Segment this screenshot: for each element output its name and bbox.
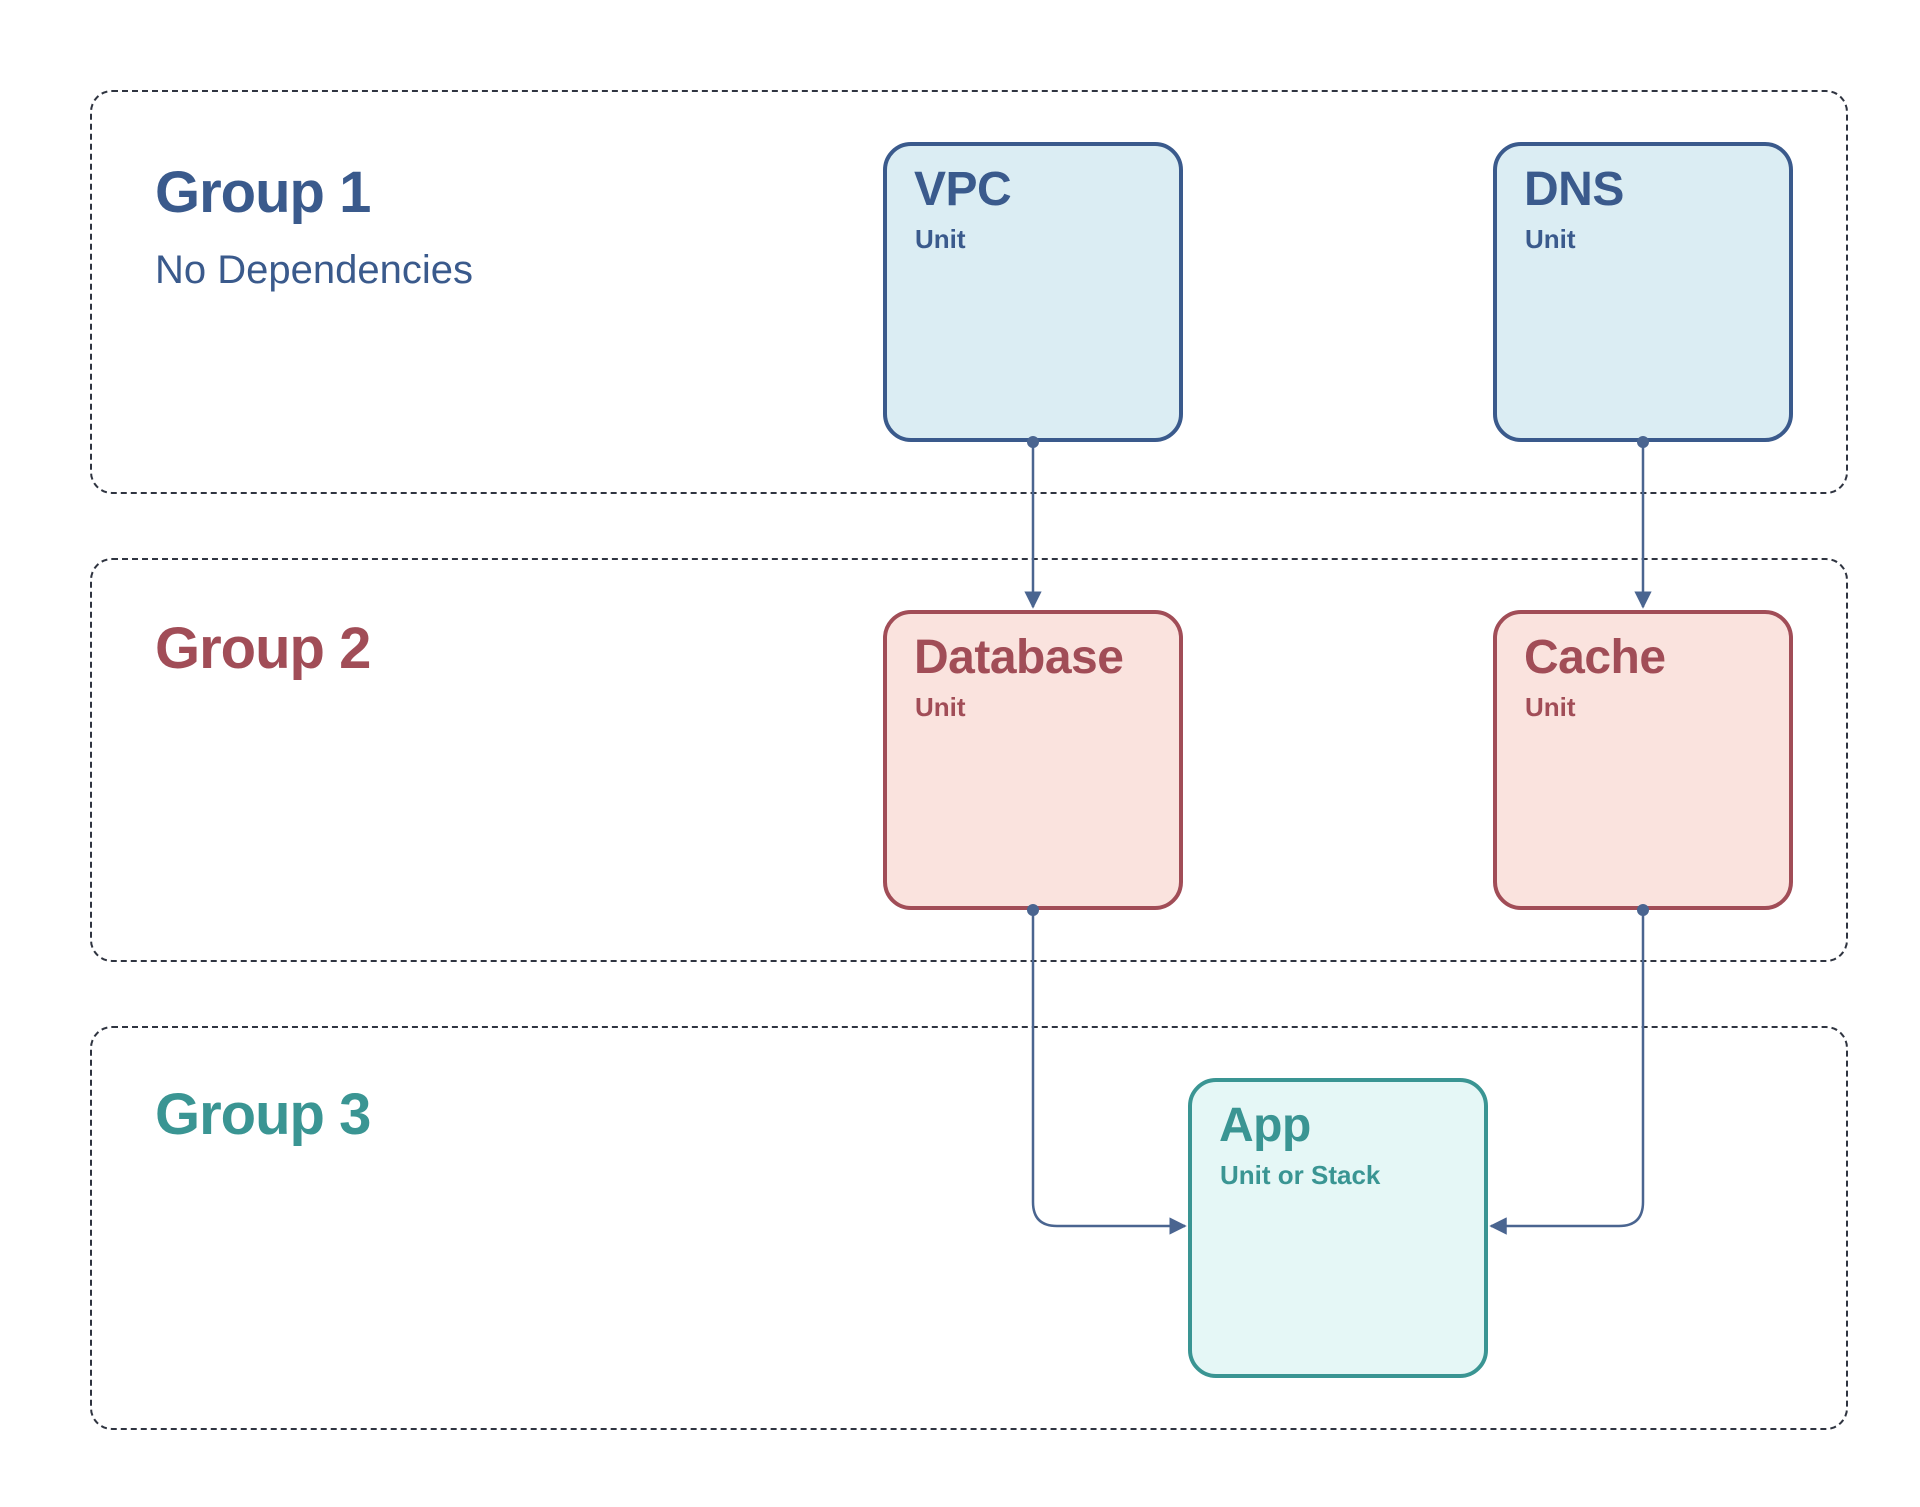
vpc-node-type: Unit <box>915 224 966 254</box>
group-1-container: Group 1 No Dependencies <box>90 90 1848 494</box>
vpc-unit-node[interactable]: VPC Unit <box>883 142 1183 442</box>
database-node-type: Unit <box>915 692 966 722</box>
group-1-subtitle: No Dependencies <box>155 248 473 292</box>
app-node[interactable]: App Unit or Stack <box>1188 1078 1488 1378</box>
app-node-type: Unit or Stack <box>1220 1160 1381 1190</box>
cache-node-type: Unit <box>1525 692 1576 722</box>
group-3-title: Group 3 <box>155 1082 371 1147</box>
dns-node-title: DNS <box>1524 163 1624 216</box>
group-3-container: Group 3 <box>90 1026 1848 1430</box>
vpc-node-title: VPC <box>914 163 1012 216</box>
database-unit-node[interactable]: Database Unit <box>883 610 1183 910</box>
app-node-title: App <box>1219 1099 1311 1152</box>
cache-unit-node[interactable]: Cache Unit <box>1493 610 1793 910</box>
group-2-container: Group 2 <box>90 558 1848 962</box>
dns-unit-node[interactable]: DNS Unit <box>1493 142 1793 442</box>
dns-node-type: Unit <box>1525 224 1576 254</box>
database-node-title: Database <box>914 631 1124 684</box>
group-1-title: Group 1 <box>155 160 371 225</box>
group-2-title: Group 2 <box>155 616 371 681</box>
cache-node-title: Cache <box>1524 631 1666 684</box>
